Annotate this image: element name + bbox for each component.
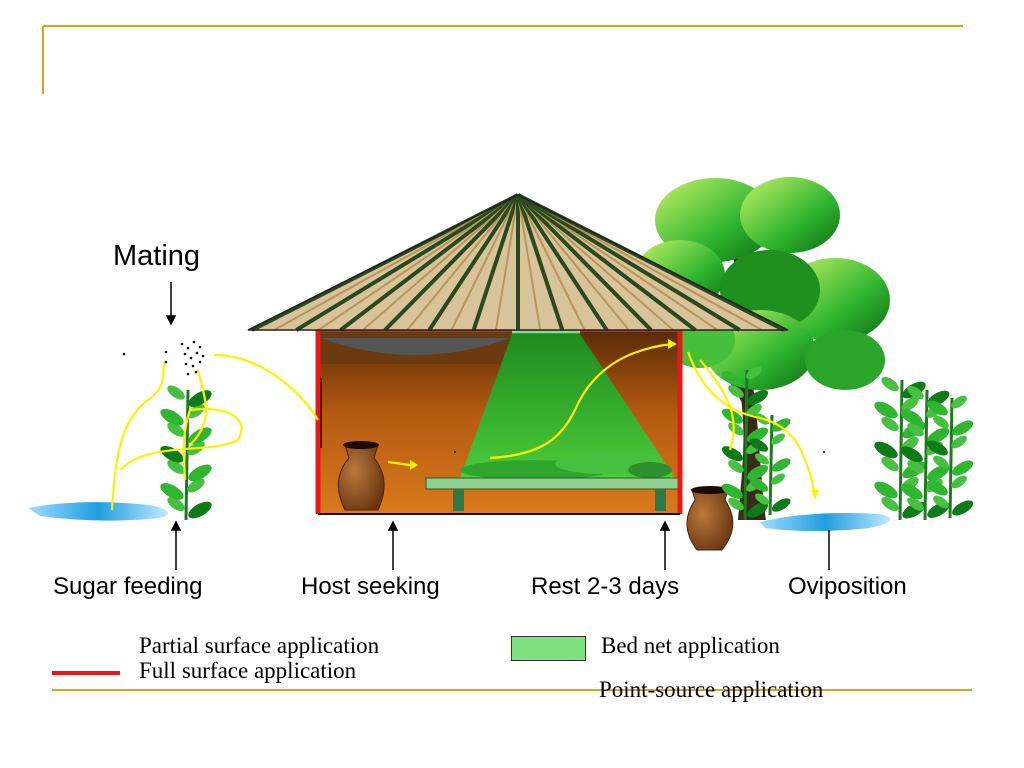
- legend-full-surface-label: Full surface application: [139, 658, 357, 683]
- water-pot-illustration: [686, 486, 734, 551]
- stage-label-sugar-feeding: Sugar feeding: [53, 573, 203, 600]
- flight-paths: [110, 342, 817, 511]
- slide-frame: [42, 25, 972, 691]
- stage-label-host-seeking: Host seeking: [301, 573, 440, 600]
- legend-full-surface-swatch: [52, 671, 120, 675]
- legend-bed-net-swatch: [511, 636, 586, 661]
- water-puddle: [28, 502, 891, 531]
- stage-label-oviposition: Oviposition: [788, 573, 907, 600]
- legend-bed-net-label: Bed net application: [601, 633, 780, 658]
- pointer-arrows: [165, 282, 830, 570]
- mating-label: Mating: [113, 240, 201, 272]
- legend-point-source-label: Point-source application: [599, 677, 824, 702]
- flight-arrowheads: [410, 339, 819, 500]
- plant-illustrations: [160, 366, 974, 521]
- legend-partial-surface-label: Partial surface application: [139, 633, 380, 658]
- stage-label-rest: Rest 2-3 days: [531, 573, 680, 600]
- mosquito-swarm: [122, 340, 825, 453]
